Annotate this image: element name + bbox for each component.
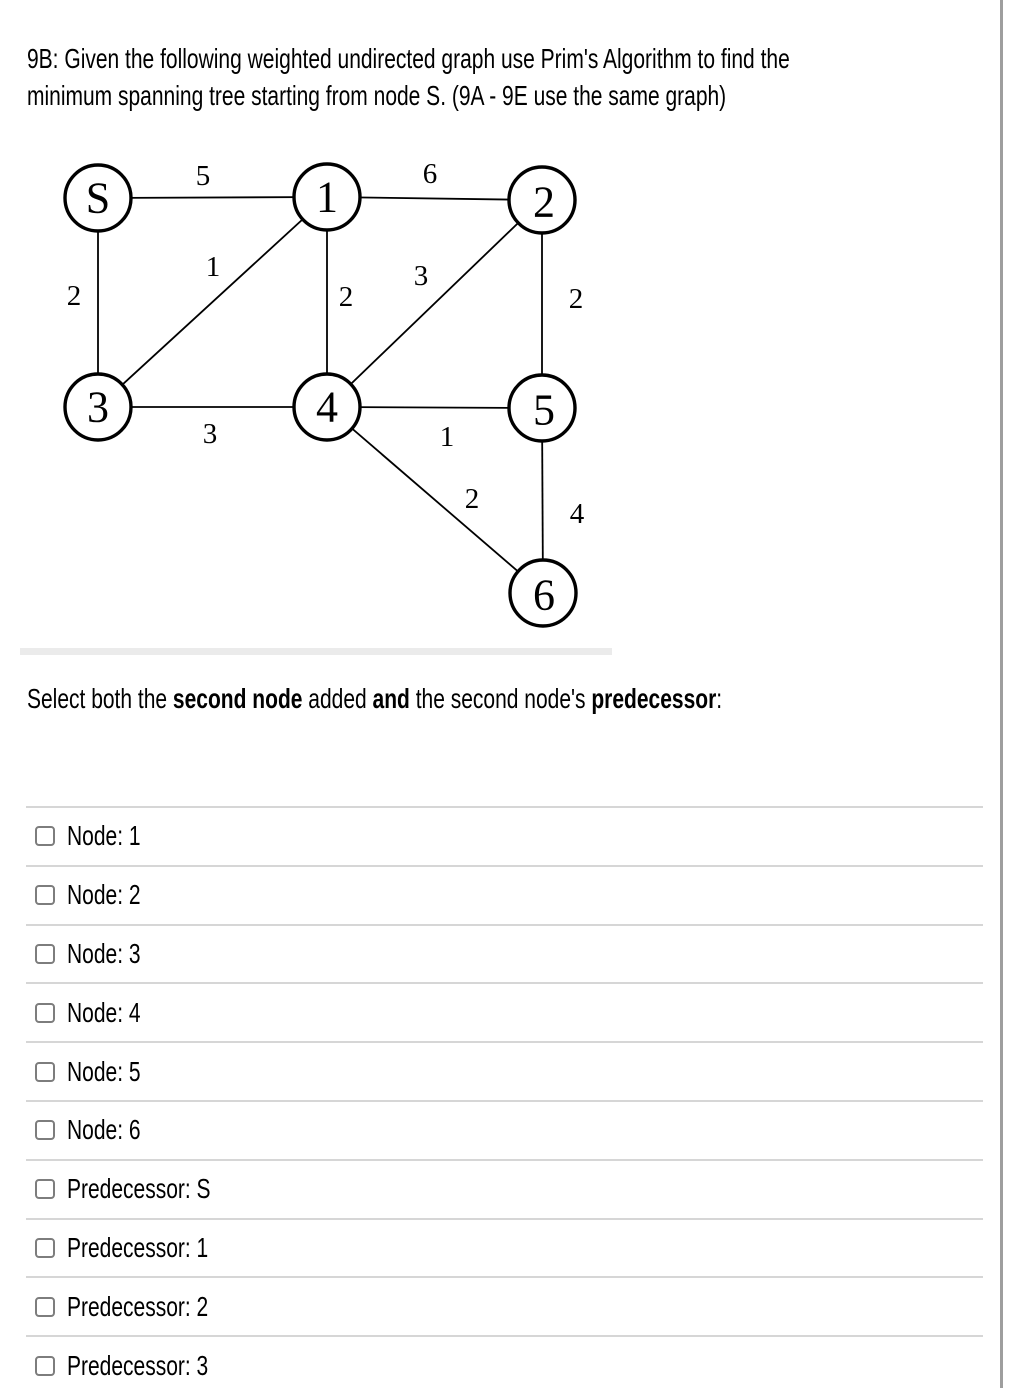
scan-artifact-strip [20, 648, 612, 655]
checkbox-node-4[interactable] [35, 1002, 55, 1023]
checkbox-node-2[interactable] [35, 885, 55, 906]
edge-weight-4-2: 3 [414, 260, 429, 292]
question-text-line1: 9B: Given the following weighted undirec… [27, 43, 790, 74]
checkbox-node-5[interactable] [35, 1061, 55, 1082]
checkbox-predecessor-3[interactable] [35, 1355, 55, 1376]
edge-4-5 [326, 406, 543, 409]
node-1-circle [292, 162, 362, 232]
node-S-circle [63, 163, 133, 233]
edge-weight-4-6: 2 [465, 483, 480, 515]
edge-1-2 [326, 196, 543, 201]
option-label: Predecessor: 1 [67, 1231, 209, 1263]
option-row-node-6[interactable]: Node: 6 [26, 1099, 983, 1159]
checkbox-predecessor-2[interactable] [35, 1296, 55, 1317]
checkbox-node-6[interactable] [35, 1120, 55, 1141]
option-row-node-5[interactable]: Node: 5 [26, 1041, 983, 1100]
option-label: Predecessor: S [67, 1173, 211, 1205]
checkbox-node-1[interactable] [35, 826, 55, 847]
option-row-predecessor-1[interactable]: Predecessor: 1 [26, 1217, 983, 1277]
node-2-circle [507, 165, 577, 235]
node-3-label: 3 [87, 383, 109, 432]
option-label: Node: 5 [67, 1055, 141, 1087]
option-label: Node: 1 [67, 820, 141, 852]
prompt-segment: : [716, 683, 723, 714]
prompt-segment-bold: predecessor [591, 683, 717, 714]
prompt-segment-bold: and [372, 683, 410, 714]
option-row-predecessor-S[interactable]: Predecessor: S [26, 1158, 983, 1218]
node-5-circle [507, 373, 577, 443]
prompt-segment: Select both the [27, 683, 173, 714]
node-1-label: 1 [316, 173, 338, 222]
select-prompt: Select both the second node added and th… [27, 683, 965, 715]
edge-S-1 [97, 196, 328, 199]
option-row-node-3[interactable]: Node: 3 [26, 923, 983, 983]
option-row-node-2[interactable]: Node: 2 [26, 864, 983, 924]
edge-4-6 [326, 406, 544, 594]
option-label: Predecessor: 2 [67, 1290, 209, 1322]
edge-weight-4-5: 1 [440, 421, 455, 453]
edge-weight-3-4: 3 [203, 418, 218, 450]
checkbox-predecessor-S[interactable] [35, 1179, 55, 1200]
option-label: Node: 3 [67, 937, 141, 969]
edge-weight-1-2: 6 [423, 158, 438, 190]
edge-weight-3-1: 1 [206, 251, 221, 283]
option-label: Node: 2 [67, 879, 141, 911]
edge-weight-S-3: 2 [67, 280, 82, 312]
node-6-circle [508, 558, 578, 628]
checkbox-predecessor-1[interactable] [35, 1237, 55, 1258]
prompt-segment: the second node's [409, 683, 592, 714]
question-text-line2: minimum spanning tree starting from node… [27, 80, 727, 111]
edge-weight-S-1: 5 [196, 160, 211, 192]
window-right-border [1000, 0, 1003, 1388]
option-label: Predecessor: 3 [67, 1349, 209, 1381]
option-row-predecessor-2[interactable]: Predecessor: 2 [26, 1276, 983, 1336]
checkbox-node-3[interactable] [35, 943, 55, 964]
node-2-label: 2 [533, 178, 555, 227]
option-label: Node: 6 [67, 1114, 141, 1146]
node-4-circle [292, 372, 362, 442]
option-row-node-1[interactable]: Node: 1 [26, 806, 983, 865]
options-list: Node: 1 Node: 2 Node: 3 Node: 4 Node: 5 … [26, 806, 983, 1388]
weighted-graph-svg: 5 6 2 1 2 3 2 3 1 2 4 S 1 2 3 4 5 [20, 158, 612, 655]
option-row-predecessor-3[interactable]: Predecessor: 3 [26, 1335, 983, 1388]
node-5-label: 5 [533, 386, 555, 435]
node-3-circle [63, 372, 133, 442]
edge-weight-2-5: 2 [569, 283, 584, 315]
option-label: Node: 4 [67, 996, 141, 1028]
edge-4-2 [326, 199, 543, 408]
edge-weight-1-4: 2 [339, 281, 354, 313]
option-row-node-4[interactable]: Node: 4 [26, 982, 983, 1042]
edge-weight-5-6: 4 [570, 498, 585, 530]
prompt-segment: added [302, 683, 373, 714]
node-S-label: S [86, 174, 110, 223]
prompt-segment-bold: second node [172, 683, 303, 714]
graph-figure: 5 6 2 1 2 3 2 3 1 2 4 S 1 2 3 4 5 [0, 130, 680, 670]
node-6-label: 6 [533, 571, 555, 620]
edge-3-1 [97, 196, 328, 408]
node-4-label: 4 [316, 383, 338, 432]
